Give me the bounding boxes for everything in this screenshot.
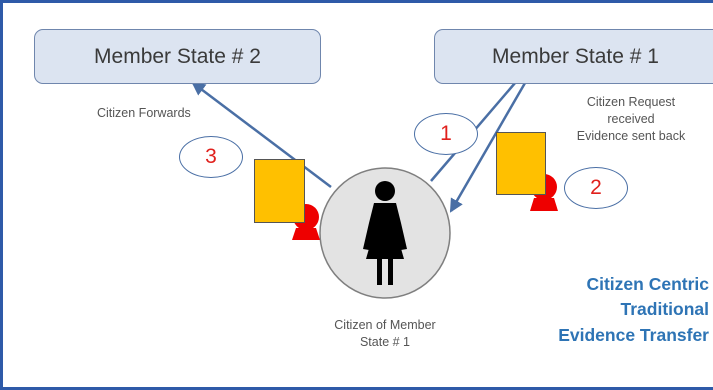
caption-line-2: Traditional	[620, 299, 709, 320]
citizen-request-line-2: received	[607, 111, 655, 126]
arrow-evidence-line	[449, 82, 527, 213]
evidence-document-left	[254, 159, 305, 223]
diagram-caption: Citizen Centric Traditional Evidence Tra…	[558, 272, 709, 348]
step-1-oval: 1	[414, 113, 478, 155]
citizen-label-line-2: State # 1	[359, 334, 411, 349]
member-state-2-label: Member State # 2	[94, 44, 261, 68]
step-3-number: 3	[205, 145, 217, 168]
step-3-oval: 3	[179, 136, 243, 178]
evidence-document-right	[496, 132, 546, 195]
citizen-request-line-1: Citizen Request	[586, 95, 676, 109]
citizen-label-line-1: Citizen of Member	[334, 318, 436, 332]
member-state-1-box: Member State # 1	[434, 29, 713, 84]
caption-line-3: Evidence Transfer	[558, 324, 709, 345]
citizen-request-line-3: Evidence sent back	[576, 128, 686, 143]
step-2-number: 2	[590, 176, 602, 199]
member-state-2-box: Member State # 2	[34, 29, 321, 84]
step-2-oval: 2	[564, 167, 628, 209]
arrow-forward-line	[191, 81, 332, 188]
citizen-request-label: Citizen Request received Evidence sent b…	[569, 94, 693, 145]
person-icon	[363, 181, 407, 285]
step-1-number: 1	[440, 122, 452, 145]
citizen-forwards-label: Citizen Forwards	[97, 106, 191, 120]
caption-line-1: Citizen Centric	[586, 274, 709, 294]
member-state-1-label: Member State # 1	[492, 44, 659, 68]
citizen-of-member-state-label: Citizen of Member State # 1	[321, 317, 449, 351]
